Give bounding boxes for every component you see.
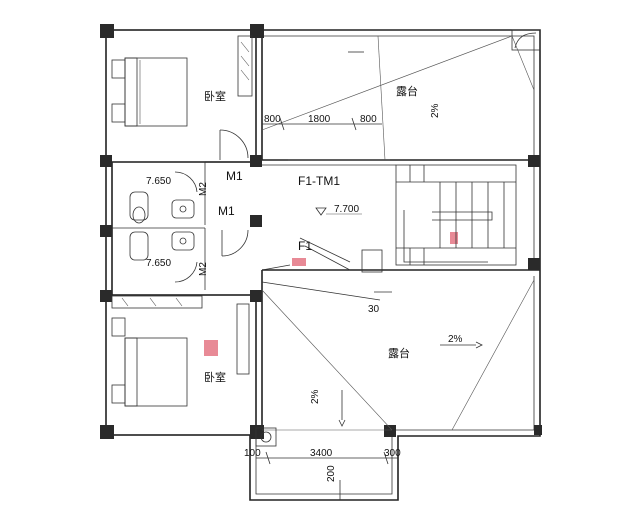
slope-terrace-top: 2% xyxy=(430,103,441,118)
hall-fixtures xyxy=(204,159,458,356)
bed-bottom xyxy=(111,317,188,407)
terrace-top-ridges xyxy=(261,35,535,161)
terrace-bottom-walls xyxy=(249,270,541,501)
bathroom-lower xyxy=(112,227,206,290)
terrace-bottom-ridges xyxy=(261,279,535,431)
dim-bottom-vertical: 200 xyxy=(326,465,337,482)
bedroom-top-walls xyxy=(105,29,257,163)
bedroom-bottom-walls xyxy=(105,294,257,436)
dim-bottom-left: 100 xyxy=(244,448,261,459)
slope-arrows xyxy=(338,51,483,427)
door-swings xyxy=(219,129,249,257)
wardrobe-top xyxy=(237,35,253,97)
elevation-marker xyxy=(315,207,327,216)
dim-bottom-mid: 3400 xyxy=(310,448,333,459)
corner-drain-bottom xyxy=(255,427,277,447)
dimension-lines xyxy=(256,117,398,500)
dim-top-right: 800 xyxy=(360,114,377,125)
slope-terrace-bottom-h: 2% xyxy=(448,334,463,345)
slope-terrace-bottom-v: 2% xyxy=(310,389,321,404)
door-label-m2-lower: M2 xyxy=(198,262,209,276)
sink-icon xyxy=(171,231,195,251)
sink-icon xyxy=(171,199,195,219)
dim-top-left: 800 xyxy=(264,114,281,125)
room-label-terrace-bottom: 露台 xyxy=(388,346,410,360)
dim-top-mid: 1800 xyxy=(308,114,331,125)
elevation-hall: 7.700 xyxy=(334,204,359,215)
floor-drain-icon xyxy=(361,249,383,273)
door-label-f1: F1 xyxy=(298,239,312,253)
columns xyxy=(100,24,542,439)
door-label-m2-upper: M2 xyxy=(198,182,209,196)
room-label-bedroom-top: 卧室 xyxy=(204,89,226,103)
staircase xyxy=(395,164,517,266)
elevation-bath-upper: 7.650 xyxy=(146,176,171,187)
door-label-m1-lower: M1 xyxy=(218,204,235,218)
toilet-icon xyxy=(129,231,149,261)
bathroom-upper xyxy=(112,161,206,225)
toilet-icon xyxy=(129,191,149,221)
door-label-m1-upper: M1 xyxy=(226,169,243,183)
room-label-terrace-top: 露台 xyxy=(396,84,418,98)
bed-top xyxy=(111,57,188,127)
dim-stair-edge: 30 xyxy=(368,304,380,315)
room-label-bedroom-bottom: 卧室 xyxy=(204,370,226,384)
dim-bottom-right: 300 xyxy=(384,448,401,459)
elevation-bath-lower: 7.650 xyxy=(146,258,171,269)
door-label-f1-tm1: F1-TM1 xyxy=(298,174,340,188)
wardrobe-bottom xyxy=(111,295,250,375)
